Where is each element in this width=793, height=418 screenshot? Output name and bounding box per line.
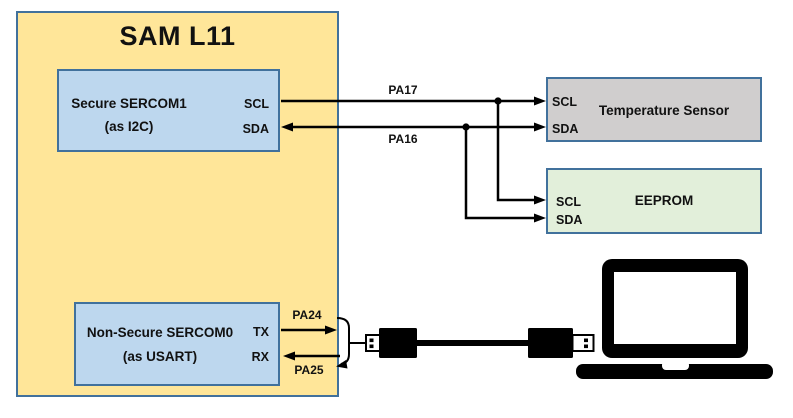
- sercom0-pin-rx: RX: [251, 350, 269, 364]
- temperature-sensor-title: Temperature Sensor: [598, 103, 730, 118]
- sercom0-name: Non-Secure SERCOM0: [86, 325, 234, 340]
- sercom1-name: Secure SERCOM1: [71, 96, 187, 111]
- usart-usb-brace: [336, 317, 366, 369]
- temp-pin-sda: SDA: [552, 122, 579, 136]
- temp-pin-scl: SCL: [552, 95, 577, 109]
- temperature-sensor-box: SCL SDA Temperature Sensor: [546, 77, 762, 142]
- laptop-icon: [576, 259, 773, 379]
- sercom0-label: Non-Secure SERCOM0 (as USART): [78, 321, 242, 369]
- eeprom-pin-sda: SDA: [556, 213, 583, 227]
- pad-label-pa25: PA25: [294, 363, 324, 377]
- sercom1-block: Secure SERCOM1 (as I2C) SCL SDA: [57, 69, 280, 152]
- eeprom-pin-scl: SCL: [556, 195, 581, 209]
- sercom1-mode: (as I2C): [104, 119, 154, 134]
- sercom1-pin-scl: SCL: [244, 97, 269, 111]
- usb-cable-icon: [365, 328, 595, 358]
- sercom1-pin-sda: SDA: [242, 122, 269, 136]
- sercom0-mode: (as USART): [122, 349, 198, 364]
- sercom0-pin-tx: TX: [253, 325, 269, 339]
- pad-label-pa17: PA17: [388, 83, 418, 97]
- pad-label-pa16: PA16: [388, 132, 418, 146]
- eeprom-box: SCL SDA EEPROM: [546, 168, 762, 234]
- sercom1-label: Secure SERCOM1 (as I2C): [63, 92, 195, 138]
- pad-label-pa24: PA24: [292, 308, 322, 322]
- sercom0-block: Non-Secure SERCOM0 (as USART) TX RX: [74, 302, 280, 386]
- eeprom-title: EEPROM: [634, 193, 694, 208]
- mcu-title: SAM L11: [119, 21, 236, 51]
